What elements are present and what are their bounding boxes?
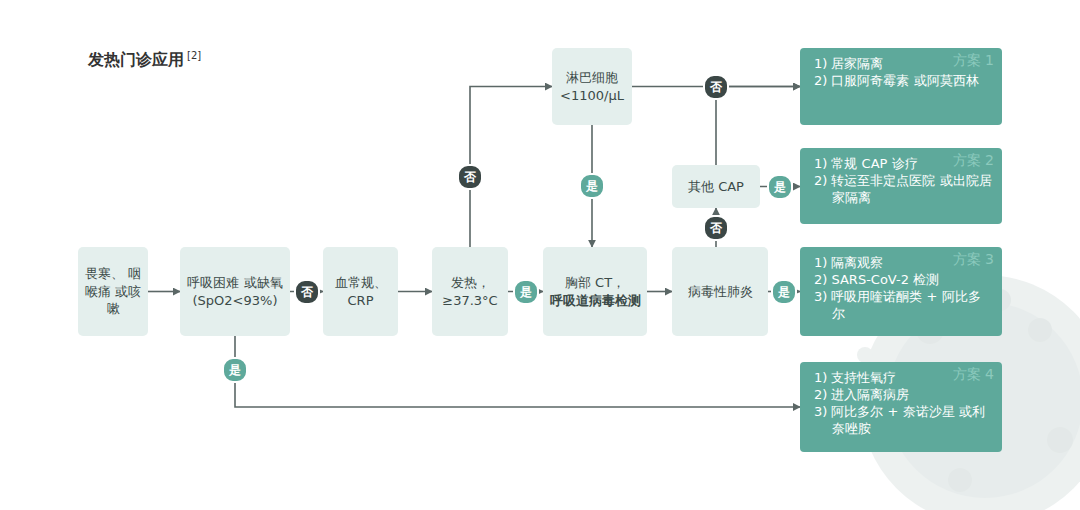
connector: [398, 291, 432, 293]
edge-label: 是: [771, 279, 797, 305]
plan-item: 2) 转运至非定点医院 或出院居家隔离: [814, 173, 992, 207]
plan-box: 方案 21) 常规 CAP 诊疗2) 转运至非定点医院 或出院居家隔离: [800, 148, 1002, 224]
plan-item: 1) 支持性氧疗: [814, 370, 992, 387]
plan-box: 方案 11) 居家隔离2) 口服阿奇霉素 或阿莫西林: [800, 48, 1002, 125]
plan-box: 方案 31) 隔离观察2) SARS-CoV-2 检测3) 呼吸用喹诺酮类 + …: [800, 247, 1002, 336]
connector: [470, 87, 552, 248]
process-box: 其他 CAP: [672, 165, 760, 208]
plan-item: 1) 居家隔离: [814, 56, 992, 73]
reference-mark: [2]: [187, 50, 201, 61]
process-box: 发热， ≥37.3°C: [432, 247, 508, 336]
process-box: 胸部 CT，呼吸道病毒检测: [543, 247, 647, 336]
plan-item: 2) SARS-CoV-2 检测: [814, 272, 992, 289]
plan-item: 2) 进入隔离病房: [814, 387, 992, 404]
edge-label: 否: [457, 164, 483, 190]
box-text: 呼吸困难 或缺氧 (SpO2<93%): [184, 274, 286, 309]
plan-watermark: 方案 4: [953, 365, 994, 383]
connector: [148, 291, 180, 293]
edge-label: 否: [294, 279, 320, 305]
process-box: 畏寒、 咽喉痛 或咳嗽: [78, 247, 148, 336]
process-box: 病毒性肺炎: [672, 247, 768, 336]
connector: [647, 291, 672, 293]
process-box: 血常规、 CRP: [323, 247, 398, 336]
plan-item: 1) 隔离观察: [814, 255, 992, 272]
plan-item: 2) 口服阿奇霉素 或阿莫西林: [814, 73, 992, 90]
plan-box: 方案 41) 支持性氧疗2) 进入隔离病房3) 阿比多尔 + 奈诺沙星 或利奈唑…: [800, 362, 1002, 452]
box-text: 畏寒、 咽喉痛 或咳嗽: [82, 265, 144, 318]
process-box: 淋巴细胞 <1100/μL: [552, 48, 632, 125]
connector: [235, 336, 800, 407]
box-text: 胸部 CT，: [565, 274, 625, 292]
box-text: 发热， ≥37.3°C: [436, 274, 504, 309]
edge-label: 是: [222, 357, 248, 383]
process-box: 呼吸困难 或缺氧 (SpO2<93%): [180, 247, 290, 336]
box-text: 呼吸道病毒检测: [550, 292, 641, 310]
edge-label: 是: [579, 173, 605, 199]
edge-label: 否: [703, 74, 729, 100]
box-text: 血常规、 CRP: [327, 274, 394, 309]
plan-watermark: 方案 3: [953, 250, 994, 268]
edge-label: 是: [767, 174, 793, 200]
edge-label: 否: [703, 215, 729, 241]
title: 发热门诊应用: [88, 50, 184, 71]
header: 发热门诊应用[2]: [88, 50, 201, 71]
plan-item: 1) 常规 CAP 诊疗: [814, 156, 992, 173]
plan-item: 3) 呼吸用喹诺酮类 + 阿比多尔: [814, 289, 992, 323]
box-text: 病毒性肺炎: [688, 283, 753, 301]
plan-watermark: 方案 1: [953, 51, 994, 69]
box-text: 其他 CAP: [688, 178, 744, 196]
plan-watermark: 方案 2: [953, 151, 994, 169]
box-text: 淋巴细胞 <1100/μL: [556, 69, 628, 104]
edge-label: 是: [513, 279, 539, 305]
plan-item: 3) 阿比多尔 + 奈诺沙星 或利奈唑胺: [814, 404, 992, 438]
connector: [716, 87, 800, 166]
